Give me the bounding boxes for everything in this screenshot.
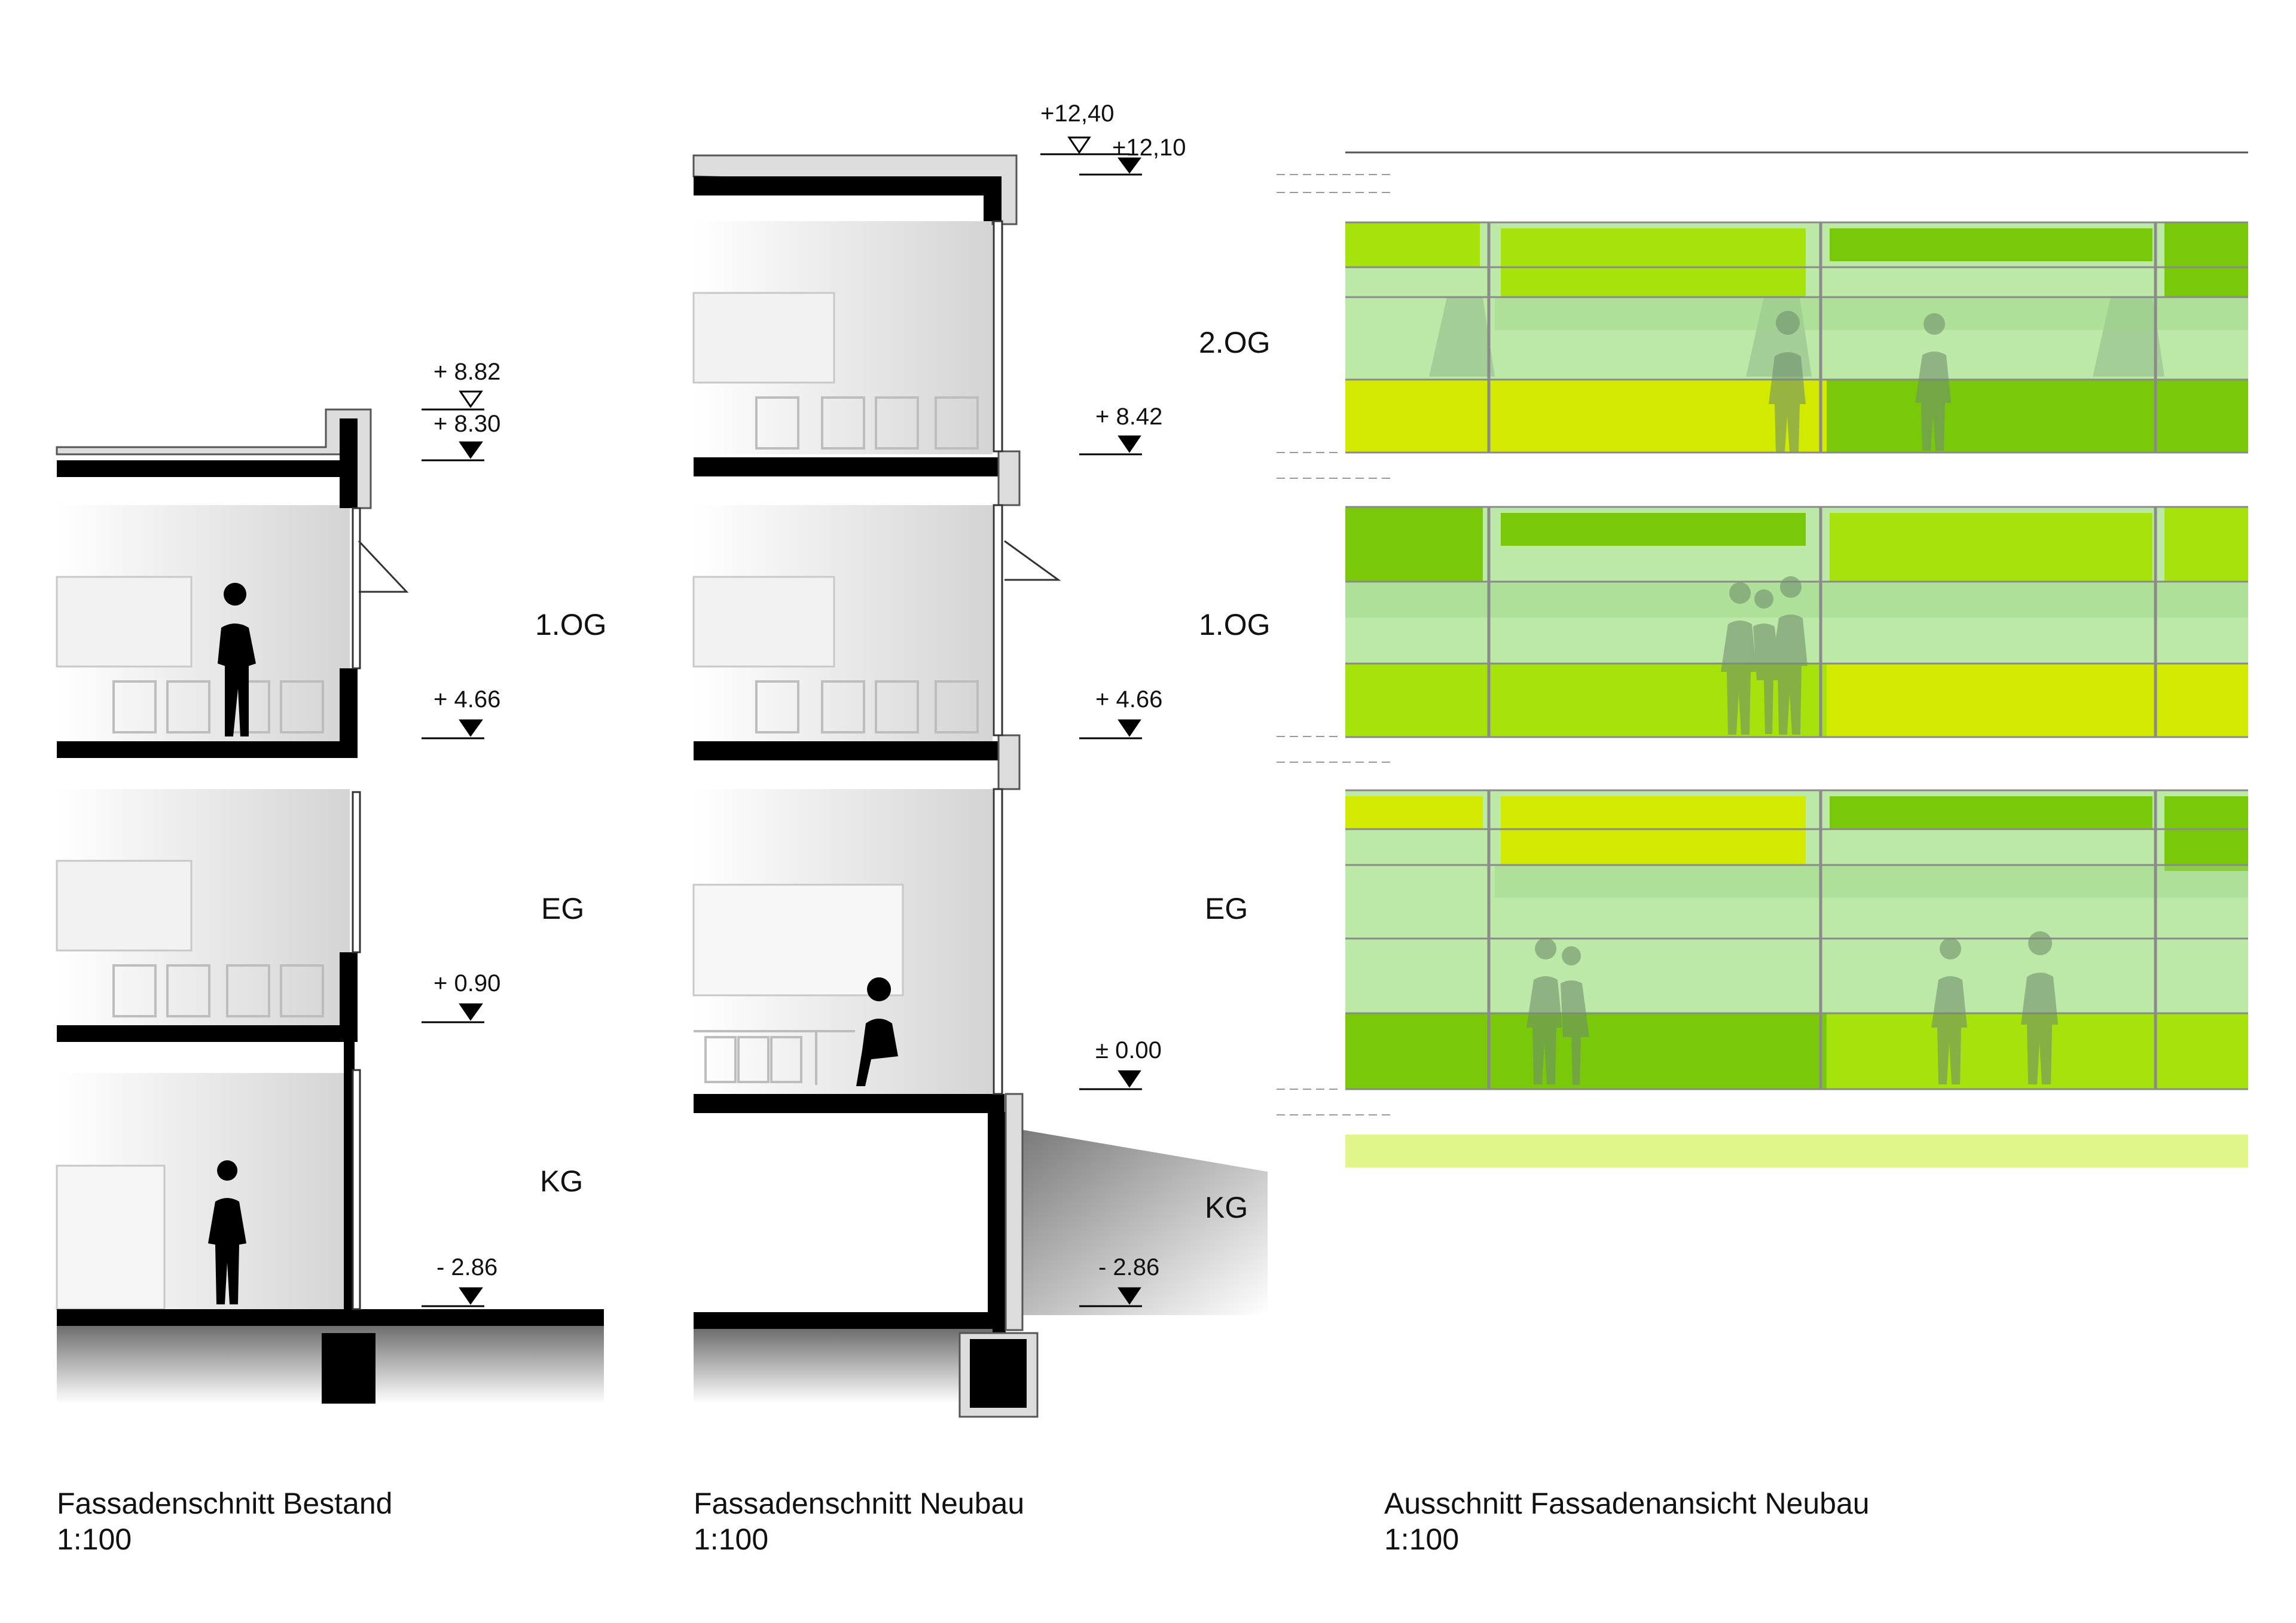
floor-label-og1-neubau: 1.OG <box>1199 608 1270 641</box>
level-marks-neubau <box>1040 136 1142 1307</box>
floor-label-og1-bestand: 1.OG <box>535 608 606 641</box>
dashed-level-lines <box>1277 174 1393 1115</box>
facade-elevation <box>1277 151 2248 1167</box>
caption-title-neubau: Fassadenschnitt Neubau <box>694 1487 1025 1520</box>
facade-mullions <box>1487 222 2157 1089</box>
chairs-og1-neubau <box>755 680 979 733</box>
person-og1-bestand <box>218 583 256 736</box>
section-bestand <box>56 408 604 1404</box>
basement-cladding-neubau <box>1004 1093 1024 1331</box>
level-og2-neubau: + 8.42 <box>1095 404 1162 430</box>
roof-column-neubau <box>984 176 1002 221</box>
facade-band-eg <box>1345 790 2248 1089</box>
caption-scale-bestand: 1:100 <box>57 1523 132 1556</box>
board-og1-neubau <box>692 576 835 668</box>
board-eg-neubau <box>692 884 904 997</box>
caption-bestand: Fassadenschnitt Bestand 1:100 <box>57 1486 392 1557</box>
slab-og2-neubau <box>694 457 1004 476</box>
column-og1-bestand <box>340 668 358 758</box>
roof-parapet-bestand <box>56 408 372 509</box>
level-kg-bestand: - 2.86 <box>436 1254 497 1280</box>
floor-label-kg-bestand: KG <box>540 1164 583 1198</box>
slab-kg-neubau <box>694 1312 993 1329</box>
slab-eg-bestand <box>57 1025 347 1042</box>
slab-og1-bestand <box>57 741 347 758</box>
caption-ansicht: Ausschnitt Fassadenansicht Neubau 1:100 <box>1384 1486 1870 1557</box>
foundation-core-neubau <box>970 1339 1027 1408</box>
column-eg-bestand <box>340 952 358 1042</box>
caption-title-bestand: Fassadenschnitt Bestand <box>57 1487 393 1520</box>
caption-scale-ansicht: 1:100 <box>1384 1523 1460 1556</box>
floor-label-eg-bestand: EG <box>541 892 584 925</box>
level-roof-bestand: + 8.30 <box>433 411 500 437</box>
sunshade-neubau <box>1004 540 1061 581</box>
level-kg-neubau: - 2.86 <box>1098 1254 1159 1280</box>
slab-eg-neubau <box>694 1094 1004 1113</box>
board-eg-bestand <box>56 860 193 952</box>
basement-wall-neubau <box>988 1112 1006 1333</box>
level-og1-bestand: + 4.66 <box>433 686 500 713</box>
caption-neubau: Fassadenschnitt Neubau 1:100 <box>694 1486 1024 1557</box>
ground-neubau <box>694 1329 993 1404</box>
column-top-bestand <box>340 418 358 508</box>
people-silhouettes-elevation <box>1526 311 2058 1085</box>
roof-slab-bestand <box>57 460 347 477</box>
chairs-og2-neubau <box>755 396 979 450</box>
sunshade-bestand <box>358 540 409 593</box>
slab-og1-neubau <box>694 741 1004 760</box>
roof-slab-neubau <box>694 176 993 195</box>
level-top-neubau: +12,40 <box>1040 100 1114 127</box>
level-top-bestand: + 8.82 <box>433 359 500 385</box>
level-eg-neubau: ± 0.00 <box>1095 1037 1162 1063</box>
windows-bestand <box>352 507 361 1310</box>
foundation-bestand <box>322 1333 375 1404</box>
person-kg-bestand <box>208 1160 246 1304</box>
edge-og2-neubau <box>997 450 1021 506</box>
person-eg-neubau <box>856 977 898 1086</box>
earth-wedge-neubau <box>1022 1130 1268 1315</box>
facade-transoms <box>1345 221 2248 1090</box>
level-eg-bestand: + 0.90 <box>433 970 500 997</box>
level-marks-bestand <box>422 390 484 1307</box>
chairs-eg-bestand <box>112 964 324 1017</box>
caption-scale-neubau: 1:100 <box>694 1523 769 1556</box>
floor-label-kg-neubau: KG <box>1205 1191 1248 1224</box>
shelf-kg-bestand <box>56 1164 166 1310</box>
board-og2-neubau <box>692 292 835 384</box>
board-og1-bestand <box>56 576 193 668</box>
windows-neubau <box>993 220 1003 1095</box>
floor-label-og2-neubau: 2.OG <box>1199 326 1270 359</box>
level-roof-neubau: +12,10 <box>1112 135 1186 161</box>
base-strip-elevation <box>1345 1135 2248 1167</box>
caption-title-ansicht: Ausschnitt Fassadenansicht Neubau <box>1384 1487 1870 1520</box>
floor-label-eg-neubau: EG <box>1205 892 1248 925</box>
slab-kg-bestand <box>57 1309 604 1326</box>
table-eg-neubau <box>694 1030 855 1085</box>
level-og1-neubau: + 4.66 <box>1095 686 1162 713</box>
edge-og1-neubau <box>997 734 1021 790</box>
section-neubau <box>692 154 1268 1418</box>
